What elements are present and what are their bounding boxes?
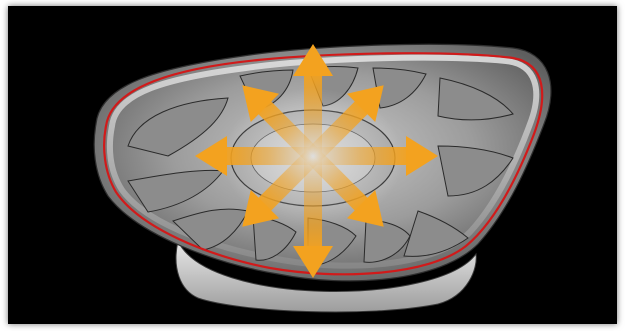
3d-viewport xyxy=(8,6,617,324)
insole-scene xyxy=(8,6,617,324)
